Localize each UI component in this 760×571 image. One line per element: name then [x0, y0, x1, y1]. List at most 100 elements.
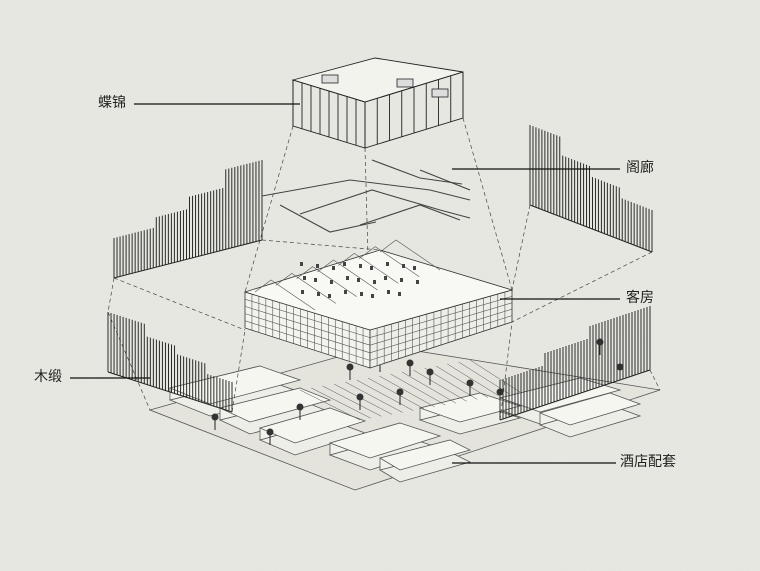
screen-panel-upper-left-base	[113, 239, 263, 279]
corridor-segment	[371, 159, 463, 185]
screen-panel-upper-right-base	[529, 204, 653, 253]
projection-line	[107, 277, 115, 313]
screen-panel-lower-right-base	[499, 369, 651, 421]
projection-line	[511, 204, 531, 291]
rooms-roof-opening	[416, 280, 419, 284]
rooms-roof-ridge	[275, 272, 337, 304]
tree-crown	[356, 393, 364, 401]
corridor-segment	[299, 189, 471, 219]
rooms-roof-opening	[301, 290, 304, 294]
roof-label: 蝶锦	[98, 95, 126, 111]
projection-line	[649, 369, 661, 391]
courtyard-hatch	[413, 369, 467, 402]
corridor-layer	[261, 159, 471, 233]
rooms-roof-opening	[398, 292, 401, 296]
rooms-roof-opening	[316, 264, 319, 268]
site-building-roof	[218, 387, 332, 423]
rooms-roof-opening	[386, 262, 389, 266]
tree-crown	[396, 388, 404, 396]
rooms-roof-opening	[384, 276, 387, 280]
courtyard-hatch	[458, 361, 510, 395]
courtyard-hatch	[367, 377, 425, 410]
rooms-roof-opening	[344, 290, 347, 294]
corridor-label: 阁廊	[626, 160, 654, 176]
rooms-window-grid-left	[244, 313, 371, 354]
rooms-roof-opening	[359, 264, 362, 268]
corridor-segment	[261, 179, 471, 201]
site-building-roof	[168, 365, 302, 405]
wood-screen-panels	[107, 125, 653, 421]
courtyard-hatch	[379, 375, 435, 408]
tree-crown	[211, 413, 219, 421]
guest-room-block	[243, 239, 514, 369]
roof-skylight	[396, 78, 414, 88]
roof-frame	[291, 57, 464, 149]
rooms-window-grid-left	[244, 306, 371, 346]
courtyard-hatch	[333, 383, 393, 415]
courtyard-hatch	[424, 367, 478, 400]
projection-line	[364, 147, 371, 331]
corridor-segment	[419, 169, 471, 191]
rooms-roof-opening	[303, 276, 306, 280]
rooms-roof-opening	[413, 266, 416, 270]
site-building-roof	[378, 439, 472, 471]
site-building-roof	[328, 422, 442, 459]
tree-crown	[406, 359, 414, 367]
courtyard-hatch	[401, 371, 457, 404]
rooms-roof-ridge	[379, 239, 441, 271]
courtyard-hatch	[447, 363, 499, 396]
rooms-roof-opening	[343, 262, 346, 266]
site-building-roof	[538, 392, 642, 426]
screen-label: 木缎	[34, 369, 62, 385]
screen-panel-lower-left-base	[107, 371, 233, 413]
tree-crown	[466, 379, 474, 387]
rooms-roof-opening	[387, 290, 390, 294]
rooms-window-grid-left	[244, 320, 371, 361]
rooms-roof-ridge	[338, 252, 399, 284]
projection-line	[499, 321, 513, 421]
rooms-roof-opening	[317, 292, 320, 296]
rooms-roof-opening	[357, 278, 360, 282]
rooms-roof-opening	[346, 276, 349, 280]
courtyard-hatch	[435, 365, 489, 398]
amenities-label: 酒店配套	[620, 454, 676, 470]
tree-crown	[296, 403, 304, 411]
rooms-window-grid-left	[244, 298, 371, 338]
projection-lines	[107, 117, 661, 421]
courtyard-hatch	[345, 381, 403, 413]
rooms-roof-opening	[332, 266, 335, 270]
rooms-roof-ridge	[296, 266, 357, 297]
rooms-roof-opening	[402, 264, 405, 268]
rooms-window-grid-right	[369, 296, 513, 338]
roof-skylight	[321, 74, 339, 84]
site-building-roof	[258, 407, 367, 444]
rooms-roof-opening	[400, 278, 403, 282]
projection-line	[511, 251, 653, 323]
rooms-window-grid-right	[369, 308, 513, 354]
site-building-roof	[418, 392, 522, 423]
tree-crown	[426, 368, 434, 376]
rooms-roof-opening	[360, 292, 363, 296]
leader-lines	[70, 103, 620, 464]
rooms-roof-ridge	[254, 279, 316, 311]
rooms-roof-opening	[373, 280, 376, 284]
rooms-roof-ridge	[317, 259, 378, 291]
courtyard-hatch	[390, 373, 446, 406]
courtyard-hatch	[311, 387, 371, 419]
rooms-roof-opening	[314, 278, 317, 282]
courtyard-hatch	[299, 389, 361, 421]
rooms-window-grid-right	[369, 302, 513, 346]
courtyard-hatch	[356, 379, 414, 411]
corridor-segment	[359, 204, 461, 226]
rooms-roof-opening	[300, 262, 303, 266]
projection-line	[462, 117, 513, 291]
tree-crown	[266, 428, 274, 436]
projection-line	[261, 239, 381, 251]
projection-line	[113, 277, 246, 331]
projection-line	[244, 125, 294, 293]
rooms-roof-opening	[370, 266, 373, 270]
rooms-label: 客房	[626, 290, 654, 306]
rooms-roof-opening	[371, 294, 374, 298]
